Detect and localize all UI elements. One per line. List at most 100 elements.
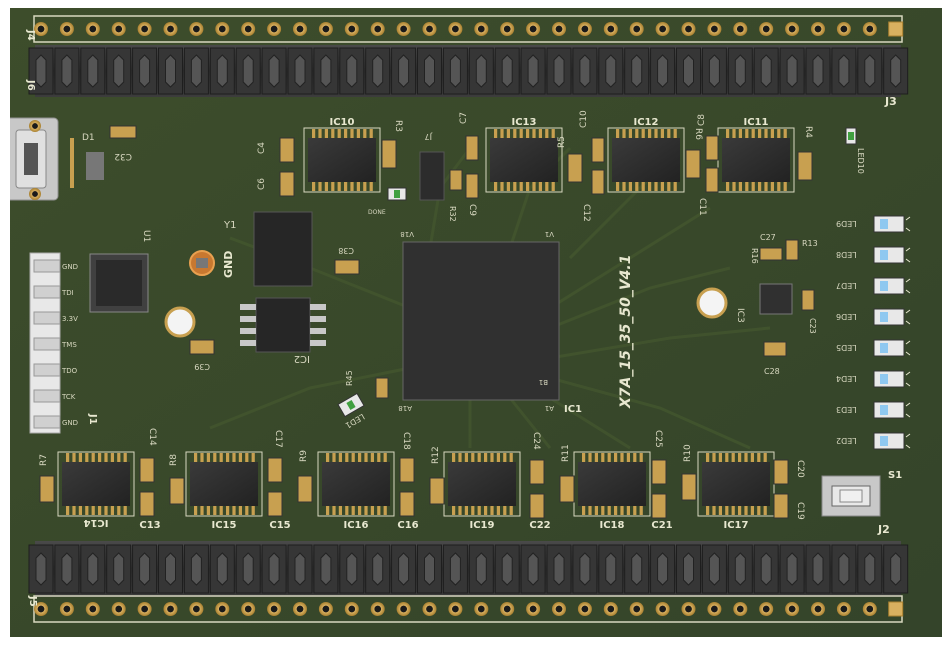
label-c12: C12	[581, 204, 591, 222]
cap-label: C16	[397, 520, 418, 531]
label-j1: J1	[87, 413, 98, 425]
chip-label: IC12	[634, 117, 659, 128]
header-pin-tip	[61, 552, 73, 586]
pin-pad	[344, 602, 359, 616]
label-c28: C28	[764, 367, 780, 376]
header-pin-tip	[734, 54, 746, 88]
header-pin-tip	[113, 552, 125, 586]
header-pin-tip	[605, 552, 617, 586]
pin-pad	[422, 22, 437, 36]
header-pin-tip	[501, 552, 513, 586]
header-pin-tip	[190, 552, 202, 586]
label-r5: R5	[557, 136, 567, 148]
switch-s1[interactable]	[821, 475, 881, 517]
chip-label: IC11	[744, 117, 769, 128]
header-pin-tip	[424, 54, 435, 88]
label-r8: R8	[169, 454, 179, 466]
header-pin-tip	[657, 552, 669, 586]
led-label: LED4	[836, 374, 857, 383]
header-pin-tip	[372, 54, 384, 88]
cap-label: C22	[529, 520, 550, 531]
jtag-pin-label: GND	[62, 419, 78, 427]
header-pin-tip	[812, 552, 824, 586]
led-led3	[873, 401, 911, 419]
pin-pad	[85, 602, 100, 616]
header-pin-tip	[864, 552, 876, 586]
header-pin-tip	[139, 54, 151, 88]
pin-pad	[370, 22, 385, 36]
pin-pad	[215, 22, 230, 36]
pin-pad	[707, 602, 722, 616]
pin-pad	[137, 22, 152, 36]
header-pin-tip	[320, 54, 332, 88]
pin-pad	[318, 22, 333, 36]
gnd-label: GND	[222, 251, 235, 278]
pin-pad	[733, 22, 748, 36]
pin-pad	[785, 602, 800, 616]
pin-pad	[293, 602, 307, 616]
res-r32	[449, 169, 463, 191]
header-pin-tip	[398, 552, 410, 586]
label-r45: R45	[345, 370, 354, 386]
chip-ic14	[57, 451, 135, 517]
led-label: LED9	[836, 219, 857, 228]
header-pin-tip	[786, 54, 798, 88]
header-pin-tip	[216, 54, 228, 88]
header-pin-tip	[501, 54, 513, 88]
top-passives	[279, 135, 813, 199]
header-pin-tip	[35, 54, 47, 88]
header-pin-tip	[61, 54, 73, 88]
header-pin-tip	[527, 552, 539, 586]
pin-pad	[396, 602, 411, 616]
label-r9: R9	[299, 450, 309, 462]
pin-pad	[59, 602, 74, 616]
res-r13	[785, 239, 799, 261]
led-led8	[873, 246, 911, 264]
chip-label: IC13	[512, 117, 537, 128]
label-b1: B1	[539, 378, 548, 386]
label-a1: A1	[545, 404, 554, 412]
label-c23: C23	[808, 318, 817, 334]
pin-pad	[59, 22, 74, 36]
chip-ic15	[185, 451, 263, 517]
pin-pad	[552, 22, 566, 36]
jtag-pin-label: GND	[62, 263, 78, 271]
jtag-connector[interactable]	[29, 252, 61, 434]
led-led6	[873, 308, 911, 326]
label-ic3: IC3	[735, 308, 745, 323]
label-c27: C27	[760, 233, 776, 242]
label-c38: C38	[338, 246, 354, 255]
pin-pad	[836, 22, 851, 36]
chip-ic12	[607, 127, 685, 193]
pin-pad	[422, 602, 437, 616]
header-j7	[419, 151, 445, 201]
label-j7: J7	[425, 132, 433, 141]
usb-connector[interactable]	[10, 117, 59, 201]
header-pin-tip	[242, 552, 254, 586]
label-r13: R13	[802, 239, 818, 248]
header-pin-tip	[708, 552, 720, 586]
chip-ic19	[443, 451, 521, 517]
header-pin-tip	[786, 552, 798, 586]
mounting-hole-right	[696, 287, 728, 319]
pin-pad	[681, 602, 696, 616]
header-pin-tip	[139, 552, 151, 586]
jtag-pin-label: TMS	[61, 341, 77, 349]
label-r6: R6	[693, 128, 703, 140]
jtag-pin-label: TCK	[61, 393, 76, 401]
pin-pad	[370, 602, 385, 616]
label-j2: J2	[877, 523, 890, 536]
pin-pad	[500, 22, 515, 36]
pin-pad	[681, 22, 696, 36]
header-pin-tip	[579, 54, 591, 88]
label-ic1: IC1	[564, 404, 582, 415]
header-pin-tip	[87, 54, 99, 88]
pin-pad	[85, 22, 100, 36]
chip-ic11	[717, 127, 795, 193]
pin-pad	[629, 22, 644, 36]
header-j4-pads	[33, 15, 904, 43]
chip-ic2	[240, 297, 326, 353]
label-c11: C11	[697, 198, 707, 216]
label-u1: U1	[141, 230, 151, 242]
label-r16: R16	[750, 248, 759, 264]
